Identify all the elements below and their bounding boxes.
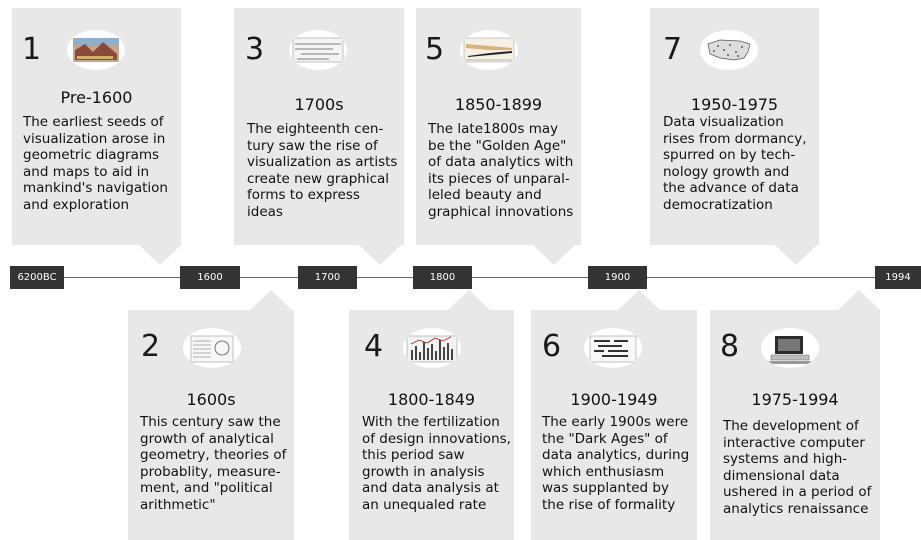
card-5: 5 1850-1899 The late1800s may be the "Go…	[416, 8, 581, 245]
card-pointer	[618, 290, 660, 310]
card-number: 3	[245, 32, 265, 67]
card-description: Data visualization rises from dormancy, …	[663, 114, 807, 213]
tick-6200bc: 6200BC	[10, 266, 64, 289]
card-description: The early 1900s were the "Dark Ages" of …	[542, 414, 690, 513]
card-era: 1850-1899	[454, 95, 543, 114]
card-era: 1975-1994	[751, 390, 839, 409]
tick-1700: 1700	[298, 266, 357, 289]
card-number: 2	[141, 329, 161, 364]
tick-1900: 1900	[588, 266, 647, 289]
card-pointer	[250, 290, 292, 310]
card-era: Pre-1600	[60, 88, 133, 107]
card-description: The earliest seeds of visualization aros…	[23, 114, 168, 213]
card-8: 8 1975-1994 The development of interacti…	[710, 310, 880, 540]
astronomical-table-icon	[183, 328, 241, 368]
card-number: 6	[542, 329, 562, 364]
card-7: 7 1950-1975 Data visualization rises fro…	[650, 8, 819, 245]
card-number: 1	[22, 32, 42, 67]
card-description: With the fertilization of design innovat…	[362, 414, 511, 513]
card-pointer	[775, 245, 817, 265]
card-description: This century saw the growth of analytica…	[140, 414, 287, 513]
card-6: 6 1900-1949 The early 1900s were the "Da…	[531, 310, 697, 540]
card-number: 8	[720, 329, 740, 364]
card-era: 1950-1975	[690, 95, 779, 114]
tick-1600: 1600	[180, 266, 240, 289]
tick-1994: 1994	[875, 266, 921, 289]
card-era: 1800-1849	[387, 390, 476, 409]
card-4: 4 1800-1849 With the fertilization of de…	[349, 310, 514, 540]
card-1: 1 Pre-1600 The earliest seeds of visuali…	[12, 8, 181, 245]
usa-map-icon	[700, 30, 758, 70]
card-pointer	[139, 245, 181, 265]
card-number: 7	[663, 32, 683, 67]
card-number: 5	[425, 32, 445, 67]
gantt-chart-icon	[584, 328, 642, 368]
card-era: 1600s	[186, 390, 236, 409]
computer-icon	[761, 328, 819, 368]
flow-map-icon	[460, 30, 518, 70]
card-era: 1700s	[294, 95, 344, 114]
card-description: The late1800s may be the "Golden Age" of…	[428, 121, 574, 220]
tick-1800: 1800	[413, 266, 472, 289]
card-era: 1900-1949	[570, 390, 658, 409]
timeline-chart-icon	[289, 30, 347, 70]
ancient-map-icon	[67, 30, 125, 70]
card-2: 2 1600s This century saw the growth of a…	[128, 310, 294, 540]
card-pointer	[448, 290, 490, 310]
card-pointer	[359, 245, 401, 265]
card-pointer	[533, 245, 575, 265]
card-description: The development of interactive computer …	[723, 418, 872, 517]
bar-chart-icon	[403, 328, 461, 368]
card-description: The eighteenth cen- tury saw the rise of…	[247, 121, 398, 220]
card-3: 3 1700s The eighteenth cen- tury saw the…	[234, 8, 404, 245]
card-number: 4	[364, 329, 384, 364]
card-pointer	[838, 290, 880, 310]
